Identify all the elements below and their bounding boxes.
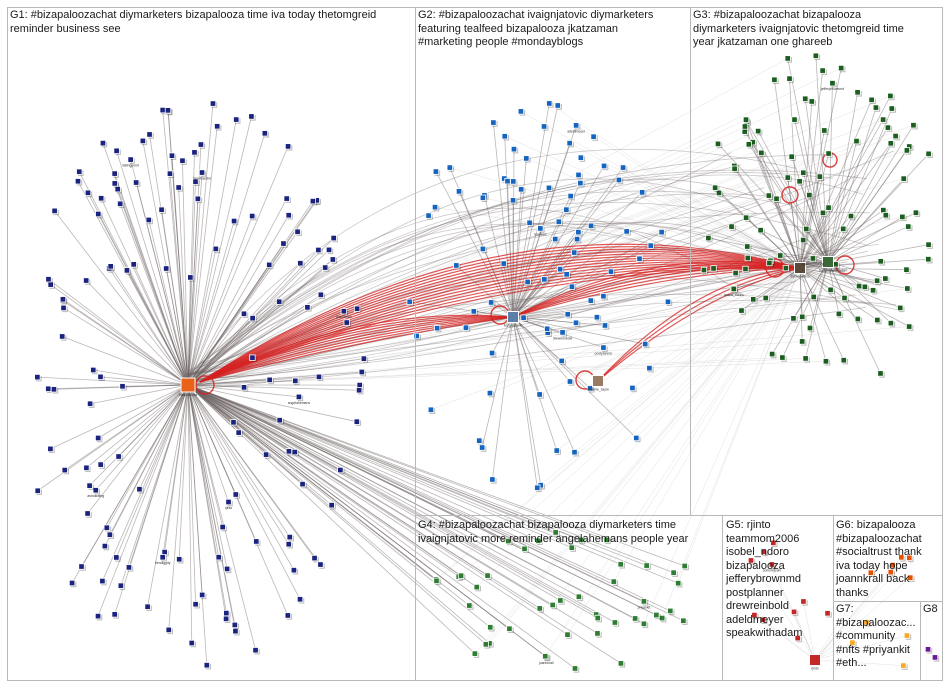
group-panel-g4 — [415, 515, 723, 681]
group-panel-g5 — [722, 515, 834, 681]
group-panel-g2 — [415, 7, 691, 516]
group-panel-g8 — [920, 601, 943, 681]
group-panel-g6 — [833, 515, 943, 602]
group-panel-g1 — [7, 7, 416, 681]
group-panel-g7 — [833, 601, 921, 681]
group-panel-g3 — [690, 7, 943, 516]
